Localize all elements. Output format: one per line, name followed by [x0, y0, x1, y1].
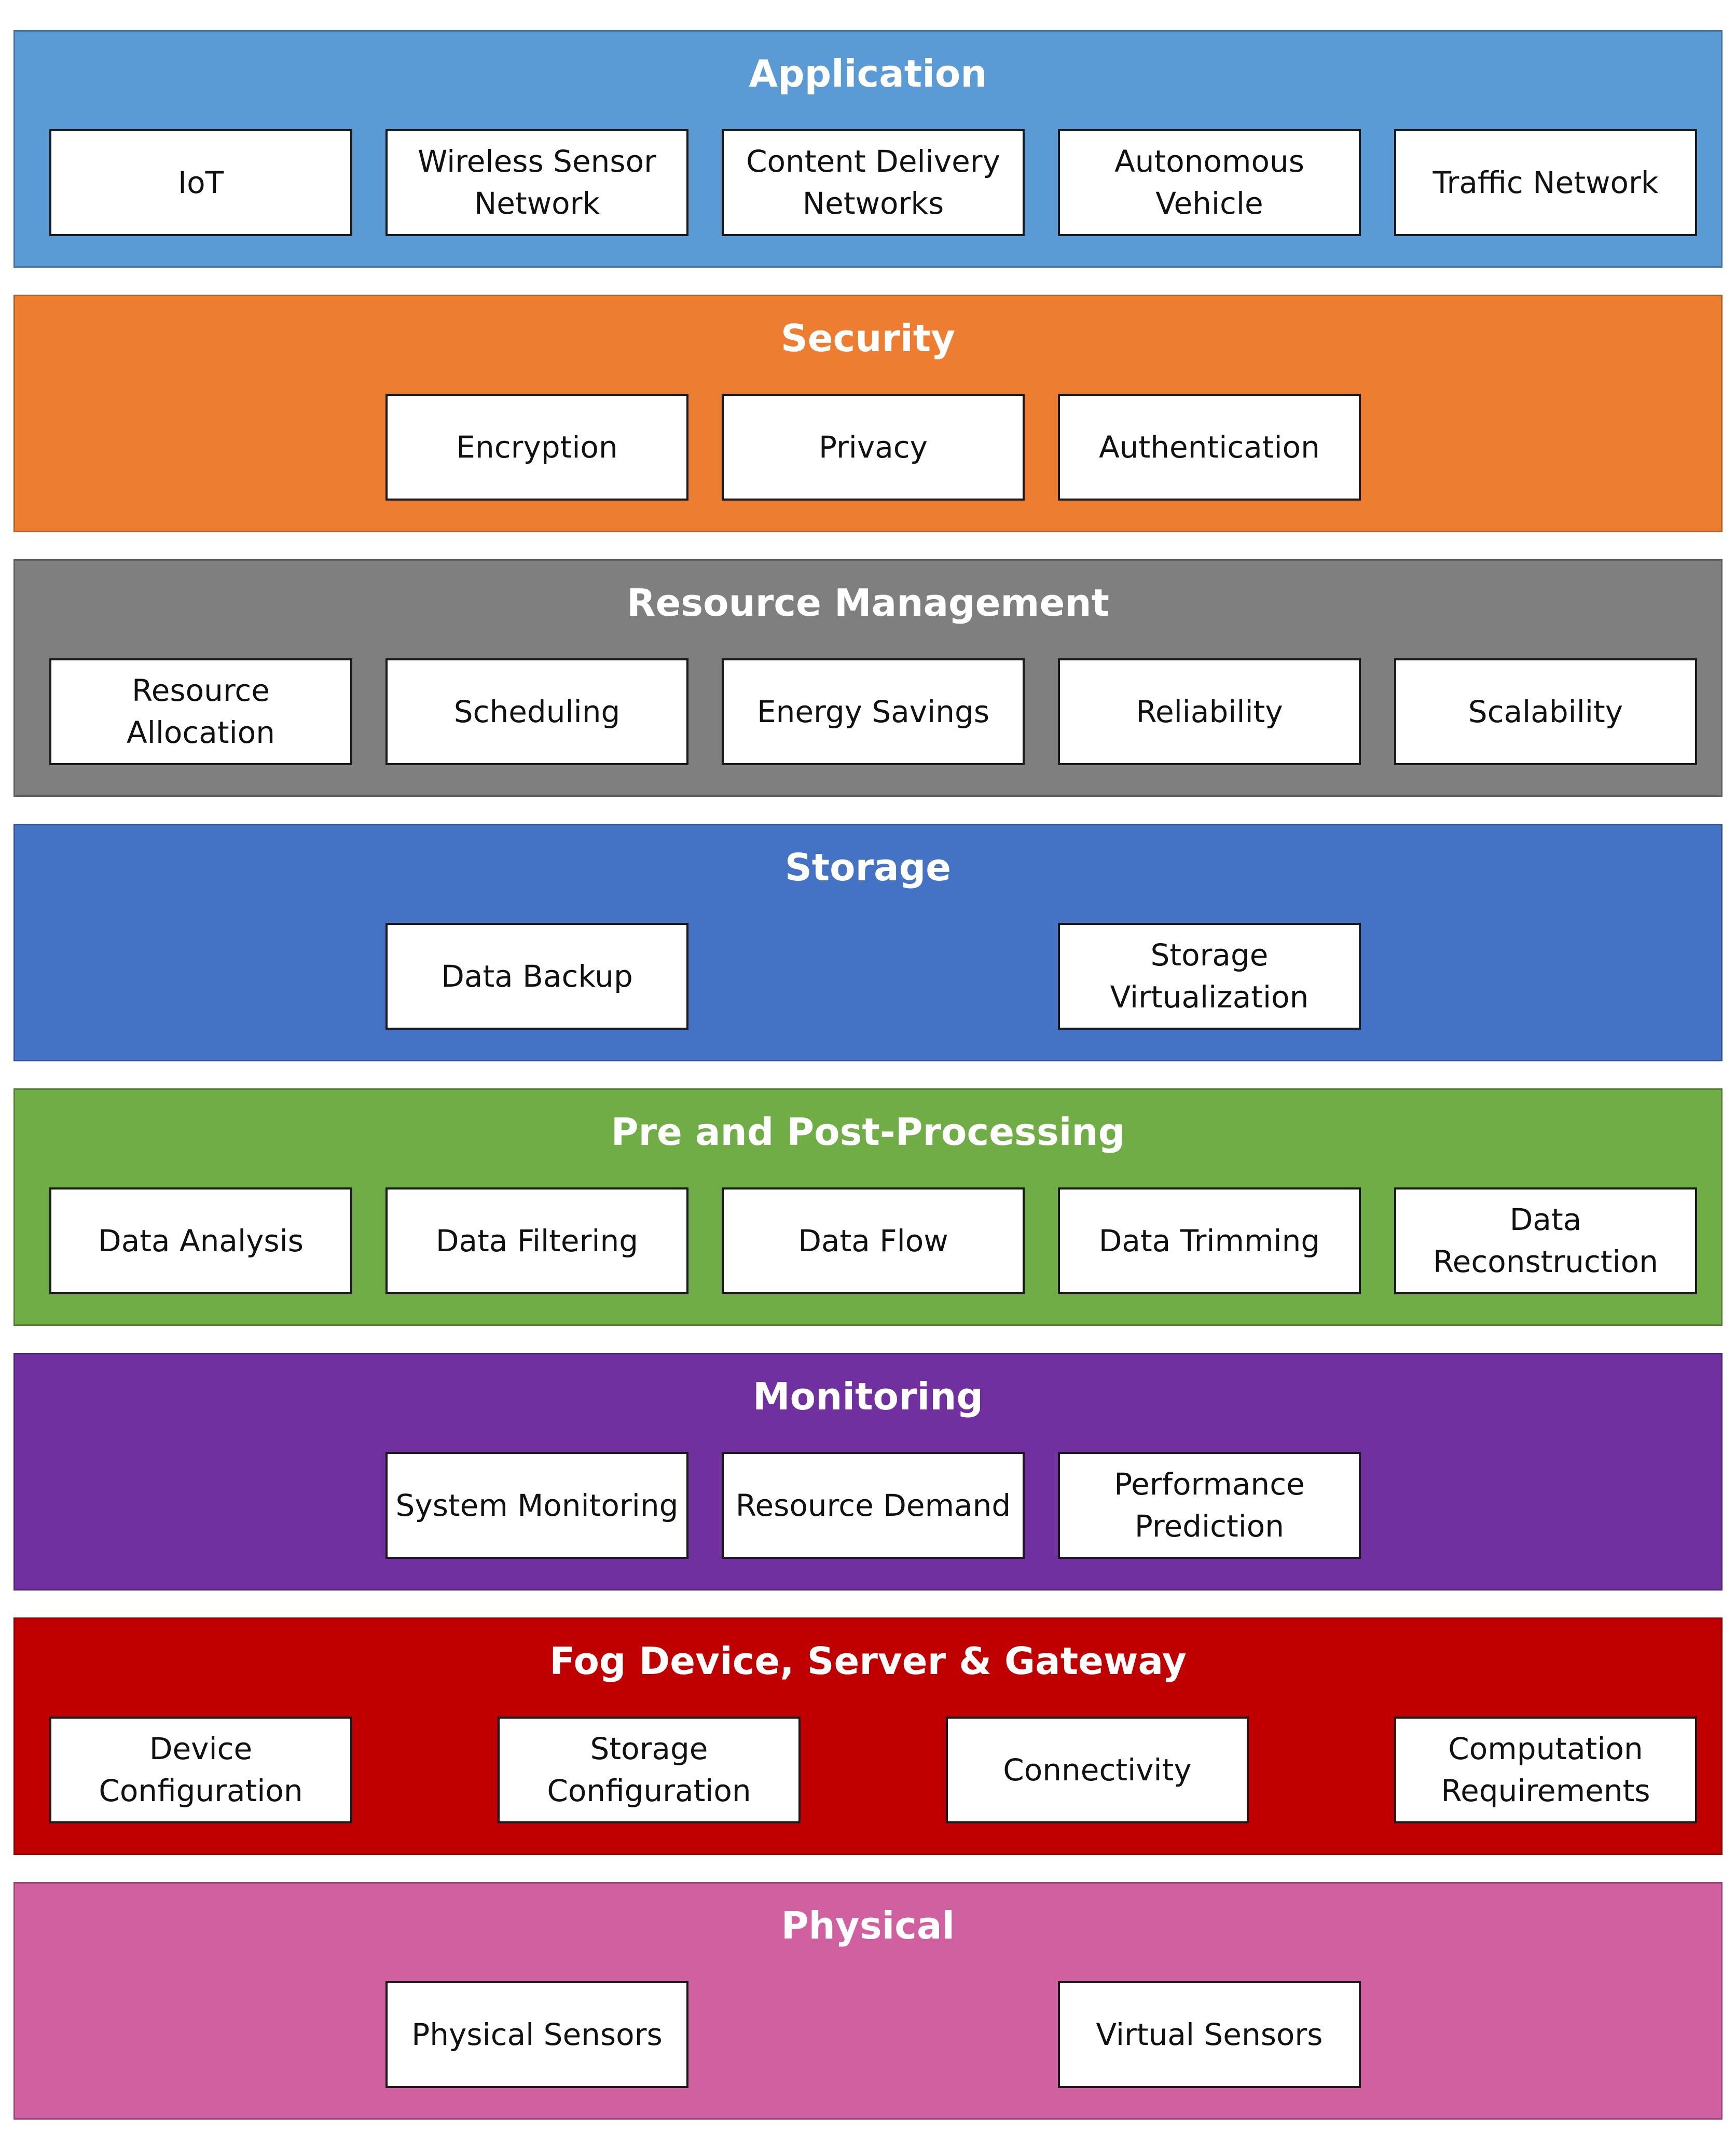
layer-title: Physical: [781, 1904, 955, 1947]
layer-title: Security: [780, 316, 956, 360]
item-data-filtering: Data Filtering: [385, 1187, 688, 1294]
item-virtual-sensors: Virtual Sensors: [1058, 1981, 1361, 2088]
item-encryption: Encryption: [385, 394, 688, 501]
item-computation-requirements: Computation Requirements: [1394, 1717, 1697, 1823]
layer-fog-device-server-gateway: Fog Device, Server & Gateway Device Conf…: [13, 1617, 1723, 1855]
layer-title: Application: [749, 52, 987, 95]
item-reliability: Reliability: [1058, 658, 1361, 765]
item-scalability: Scalability: [1394, 658, 1697, 765]
layer-pre-post-processing: Pre and Post-Processing Data Analysis Da…: [13, 1088, 1723, 1326]
layer-application: Application IoT Wireless Sensor Network …: [13, 30, 1723, 268]
item-data-trimming: Data Trimming: [1058, 1187, 1361, 1294]
item-resource-demand: Resource Demand: [722, 1452, 1025, 1559]
item-content-delivery-networks: Content Delivery Networks: [722, 129, 1025, 236]
item-storage-virtualization: Storage Virtualization: [1058, 923, 1361, 1030]
layer-security: Security Encryption Privacy Authenticati…: [13, 295, 1723, 532]
item-system-monitoring: System Monitoring: [385, 1452, 688, 1559]
item-storage-configuration: Storage Configuration: [498, 1717, 801, 1823]
item-data-reconstruction: Data Reconstruction: [1394, 1187, 1697, 1294]
item-privacy: Privacy: [722, 394, 1025, 501]
item-data-analysis: Data Analysis: [49, 1187, 352, 1294]
item-energy-savings: Energy Savings: [722, 658, 1025, 765]
item-data-backup: Data Backup: [385, 923, 688, 1030]
layer-title: Pre and Post-Processing: [611, 1110, 1125, 1154]
item-resource-allocation: Resource Allocation: [49, 658, 352, 765]
layer-physical: Physical Physical Sensors Virtual Sensor…: [13, 1882, 1723, 2120]
layer-title: Storage: [784, 846, 952, 889]
item-data-flow: Data Flow: [722, 1187, 1025, 1294]
layer-resource-management: Resource Management Resource Allocation …: [13, 559, 1723, 797]
item-scheduling: Scheduling: [385, 658, 688, 765]
layer-title: Resource Management: [627, 581, 1109, 625]
item-autonomous-vehicle: Autonomous Vehicle: [1058, 129, 1361, 236]
layer-storage: Storage Data Backup Storage Virtualizati…: [13, 824, 1723, 1061]
layer-title: Monitoring: [753, 1375, 983, 1418]
item-physical-sensors: Physical Sensors: [385, 1981, 688, 2088]
item-device-configuration: Device Configuration: [49, 1717, 352, 1823]
item-wireless-sensor-network: Wireless Sensor Network: [385, 129, 688, 236]
layer-monitoring: Monitoring System Monitoring Resource De…: [13, 1353, 1723, 1590]
item-authentication: Authentication: [1058, 394, 1361, 501]
item-connectivity: Connectivity: [946, 1717, 1249, 1823]
layer-title: Fog Device, Server & Gateway: [549, 1639, 1187, 1683]
item-performance-prediction: Performance Prediction: [1058, 1452, 1361, 1559]
item-traffic-network: Traffic Network: [1394, 129, 1697, 236]
item-iot: IoT: [49, 129, 352, 236]
